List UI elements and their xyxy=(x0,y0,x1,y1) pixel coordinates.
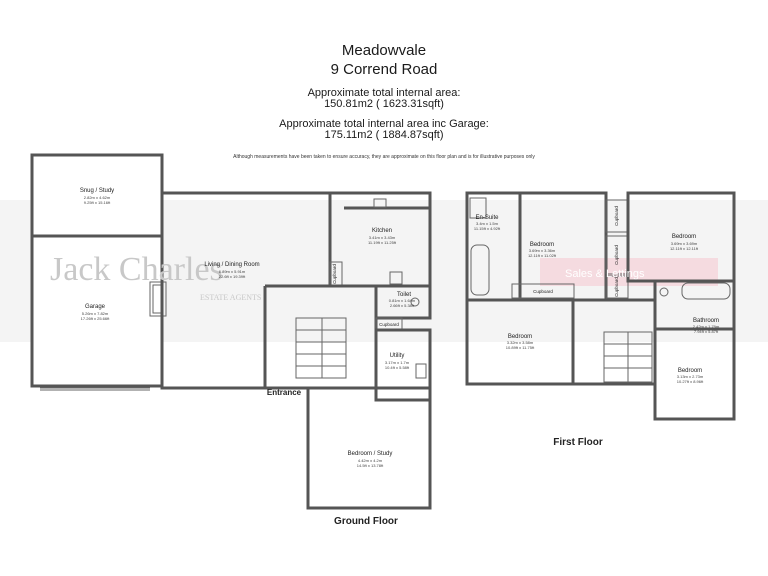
label-bathroom: Bathroom xyxy=(693,318,719,324)
room-bedroom-3 xyxy=(465,298,575,386)
svg-text:11.19ft x 11.25ft: 11.19ft x 11.25ft xyxy=(368,240,397,245)
area-garage-label: Approximate total internal area inc Gara… xyxy=(279,118,489,130)
watermark-sales: Sales & Lettings xyxy=(565,268,645,280)
label-garage: Garage xyxy=(85,304,106,310)
label-cupboard-kitchen: Cupboard xyxy=(332,264,337,284)
label-entrance: Entrance xyxy=(267,388,302,397)
area-garage-value: 175.11m2 ( 1884.87sqft) xyxy=(324,129,444,141)
label-cupboard-3: Cupboard xyxy=(614,277,619,297)
area-value: 150.81m2 ( 1623.31sqft) xyxy=(324,98,444,110)
svg-text:9.25ft x 15.16ft: 9.25ft x 15.16ft xyxy=(84,200,111,205)
label-ensuite: En-Suite xyxy=(475,215,499,221)
svg-text:12.11ft x 11.02ft: 12.11ft x 11.02ft xyxy=(528,253,557,258)
svg-text:3.32m x 3.58m: 3.32m x 3.58m xyxy=(507,340,534,345)
first-floor xyxy=(465,191,736,421)
stairs-ground xyxy=(295,317,347,379)
room-utility xyxy=(374,328,432,402)
svg-text:3.69m x 3.36m: 3.69m x 3.36m xyxy=(529,248,556,253)
svg-text:2.82m x 4.62m: 2.82m x 4.62m xyxy=(84,195,111,200)
label-toilet: Toilet xyxy=(397,292,411,298)
svg-text:2.42m x 1.79m: 2.42m x 1.79m xyxy=(693,324,720,329)
svg-text:10.27ft x 8.96ft: 10.27ft x 8.96ft xyxy=(677,379,704,384)
stairs-first xyxy=(603,331,653,383)
svg-text:11.15ft x 4.92ft: 11.15ft x 4.92ft xyxy=(474,226,501,231)
kitchen-sink xyxy=(373,198,387,208)
label-bedroom-2: Bedroom xyxy=(672,234,696,240)
svg-text:10.4ft x 5.58ft: 10.4ft x 5.58ft xyxy=(385,365,410,370)
watermark-tagline: ESTATE AGENTS xyxy=(200,293,261,302)
disclaimer: Although measurements have been taken to… xyxy=(233,154,535,160)
svg-text:3.69m x 3.69m: 3.69m x 3.69m xyxy=(671,241,698,246)
svg-text:10.89ft x 11.75ft: 10.89ft x 11.75ft xyxy=(506,345,535,350)
label-snug: Snug / Study xyxy=(80,188,114,194)
room-garage xyxy=(30,234,164,388)
label-bedroom-3: Bedroom xyxy=(508,334,532,340)
label-living: Living / Dining Room xyxy=(204,262,259,268)
svg-text:5.26m x 7.82m: 5.26m x 7.82m xyxy=(82,311,109,316)
label-utility: Utility xyxy=(390,353,405,359)
svg-text:3.17m x 1.7m: 3.17m x 1.7m xyxy=(385,360,410,365)
label-bedroom-1: Bedroom xyxy=(530,242,554,248)
svg-text:22.6ft x 19.39ft: 22.6ft x 19.39ft xyxy=(219,274,246,279)
garage-fixture xyxy=(149,281,167,317)
label-cupboard-1: Cupboard xyxy=(614,206,619,226)
plan-title: Meadowvale xyxy=(341,42,427,59)
cupboard-3 xyxy=(605,275,629,299)
svg-text:14.5ft x 13.78ft: 14.5ft x 13.78ft xyxy=(357,463,384,468)
label-cupboard-bedroom-1: Cupboard xyxy=(533,289,553,294)
label-cupboard-utility: Cupboard xyxy=(379,322,399,327)
svg-text:3.13m x 2.73m: 3.13m x 2.73m xyxy=(677,374,704,379)
label-kitchen: Kitchen xyxy=(372,228,392,234)
room-toilet xyxy=(374,284,432,320)
cupboard-bedroom-1 xyxy=(511,283,575,299)
label-cupboard-2: Cupboard xyxy=(614,245,619,265)
room-bedroom-4 xyxy=(653,327,736,421)
svg-text:12.11ft x 12.11ft: 12.11ft x 12.11ft xyxy=(670,246,699,251)
svg-text:17.26ft x 25.66ft: 17.26ft x 25.66ft xyxy=(81,316,111,321)
svg-text:7.94ft x 5.87ft: 7.94ft x 5.87ft xyxy=(694,329,719,334)
svg-text:3.41m x 3.43m: 3.41m x 3.43m xyxy=(369,235,396,240)
plan-address: 9 Corrend Road xyxy=(330,61,438,78)
ensuite-bath xyxy=(470,244,490,296)
label-bedroom-4: Bedroom xyxy=(678,368,702,374)
svg-text:0.81m x 1.64m: 0.81m x 1.64m xyxy=(389,298,416,303)
room-bedroom-study xyxy=(306,386,432,510)
label-ground-floor: Ground Floor xyxy=(334,516,398,527)
area-label: Approximate total internal area: xyxy=(307,87,461,99)
label-bedroom-study: Bedroom / Study xyxy=(348,451,393,457)
svg-text:6.89m x 5.91m: 6.89m x 5.91m xyxy=(219,269,246,274)
label-first-floor: First Floor xyxy=(553,437,603,448)
ground-floor xyxy=(30,153,432,510)
bathroom-bath xyxy=(681,282,731,300)
kitchen-hob xyxy=(389,271,403,285)
svg-text:2.66ft x 5.38ft: 2.66ft x 5.38ft xyxy=(390,303,415,308)
room-snug xyxy=(30,153,164,238)
svg-text:3.4m x 1.5m: 3.4m x 1.5m xyxy=(476,221,499,226)
watermark-brand: Jack Charles xyxy=(50,251,223,288)
svg-text:4.42m x 4.2m: 4.42m x 4.2m xyxy=(358,458,383,463)
